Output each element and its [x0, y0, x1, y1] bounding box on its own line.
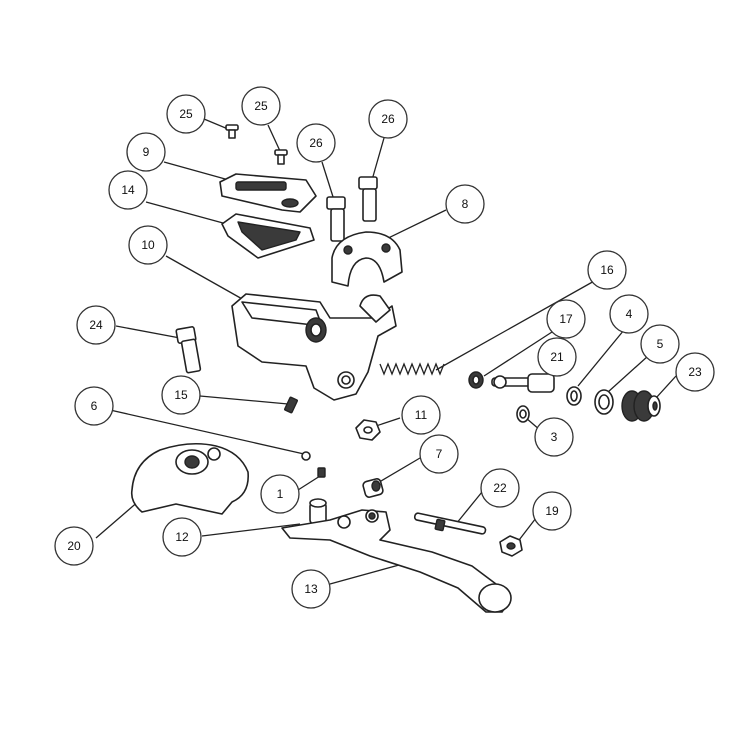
svg-text:14: 14: [121, 183, 135, 197]
part-16-spring: [379, 362, 445, 376]
part-21-piston: [491, 373, 555, 393]
callout-6: 6: [74, 386, 114, 426]
callout-11: 11: [401, 395, 441, 435]
callout-7: 7: [419, 434, 459, 474]
svg-text:20: 20: [67, 539, 81, 553]
callout-26: 26: [368, 99, 408, 139]
svg-text:10: 10: [141, 238, 155, 252]
svg-text:17: 17: [559, 312, 573, 326]
part-23-boot: [621, 390, 661, 422]
callout-19: 19: [532, 491, 572, 531]
svg-text:6: 6: [91, 399, 98, 413]
svg-text:12: 12: [175, 530, 189, 544]
part-13-brake-lever: [281, 509, 512, 613]
callout-4: 4: [609, 294, 649, 334]
callouts: 25 25 26 26 9 14 8 10: [54, 86, 715, 609]
callout-24: 24: [76, 305, 116, 345]
part-1-small-set-screw: [317, 467, 326, 478]
callout-17: 17: [546, 299, 586, 339]
part-3-small-o-ring: [516, 405, 530, 423]
part-7-bushing: [362, 478, 384, 498]
part-14-diaphragm: [221, 213, 315, 259]
svg-text:7: 7: [436, 447, 443, 461]
callout-25: 25: [166, 94, 206, 134]
callout-15: 15: [161, 375, 201, 415]
svg-text:16: 16: [600, 263, 614, 277]
parts: [130, 124, 661, 613]
part-11-nut: [355, 419, 381, 441]
part-26-bolt-right: [358, 176, 378, 222]
callout-1: 1: [260, 474, 300, 514]
callout-26: 26: [296, 123, 336, 163]
part-17-washer: [468, 371, 484, 389]
callout-10: 10: [128, 225, 168, 265]
callout-21: 21: [537, 337, 577, 377]
svg-text:25: 25: [254, 99, 268, 113]
svg-text:8: 8: [462, 197, 469, 211]
svg-text:19: 19: [545, 504, 559, 518]
part-4-o-ring: [566, 386, 582, 406]
svg-text:3: 3: [551, 430, 558, 444]
part-5-retaining-ring: [594, 389, 614, 415]
part-9-reservoir-cover: [219, 173, 317, 213]
svg-text:13: 13: [304, 582, 318, 596]
part-6-ball: [301, 451, 311, 461]
svg-text:23: 23: [688, 365, 702, 379]
svg-text:1: 1: [277, 487, 284, 501]
svg-text:22: 22: [493, 481, 507, 495]
part-24-bolt: [175, 326, 202, 374]
svg-text:26: 26: [381, 112, 395, 126]
svg-text:21: 21: [550, 350, 564, 364]
svg-text:11: 11: [415, 408, 428, 422]
callout-9: 9: [126, 132, 166, 172]
svg-text:15: 15: [174, 388, 188, 402]
callout-12: 12: [162, 517, 202, 557]
part-15-set-screw: [284, 396, 298, 414]
part-22-pivot-pin: [413, 512, 487, 535]
callout-20: 20: [54, 526, 94, 566]
callout-23: 23: [675, 352, 715, 392]
part-19-screw: [499, 535, 523, 557]
callout-8: 8: [445, 184, 485, 224]
part-8-clamp: [331, 231, 403, 287]
svg-text:24: 24: [89, 318, 103, 332]
callout-14: 14: [108, 170, 148, 210]
part-26-bolt-left: [326, 196, 346, 242]
svg-text:26: 26: [309, 136, 323, 150]
callout-22: 22: [480, 468, 520, 508]
part-10-master-cylinder-body: [231, 293, 397, 401]
part-20-adjuster-housing: [130, 442, 249, 515]
svg-text:25: 25: [179, 107, 193, 121]
callout-16: 16: [587, 250, 627, 290]
callout-25: 25: [241, 86, 281, 126]
svg-text:9: 9: [143, 145, 150, 159]
part-25-screw-right: [274, 149, 288, 165]
svg-text:5: 5: [657, 337, 664, 351]
callout-13: 13: [291, 569, 331, 609]
callout-5: 5: [640, 324, 680, 364]
callout-3: 3: [534, 417, 574, 457]
svg-text:4: 4: [626, 307, 633, 321]
part-25-screw-left: [225, 124, 239, 139]
part-12-sleeve: [309, 498, 327, 525]
